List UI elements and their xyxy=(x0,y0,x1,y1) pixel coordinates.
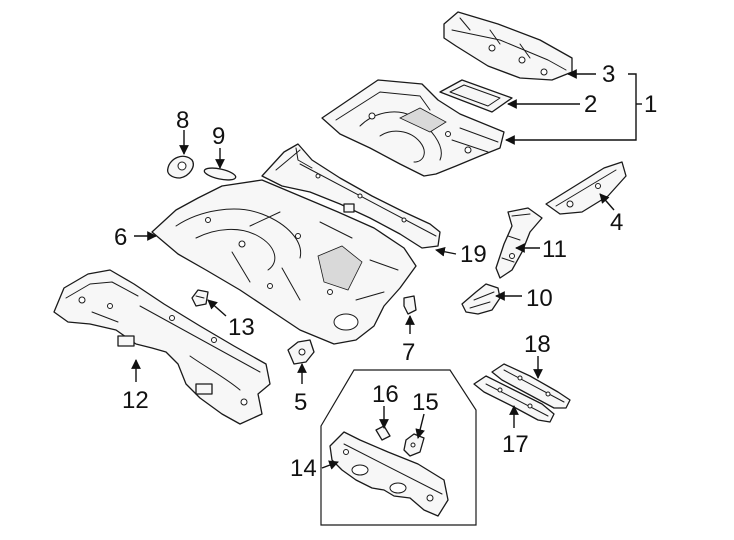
callout-7: 7 xyxy=(402,339,415,366)
callout-5: 5 xyxy=(294,389,307,416)
part-8-grommet xyxy=(166,155,194,179)
callout-11: 11 xyxy=(542,236,567,263)
part-6-floor-assembly xyxy=(151,179,417,345)
part-2-floor-pan-small xyxy=(439,79,513,113)
part-18-rail-upper xyxy=(491,363,571,409)
callout-14: 14 xyxy=(290,455,317,482)
part-4-rear-bracket xyxy=(545,161,627,215)
callout-17: 17 xyxy=(502,431,529,458)
part-16-patch xyxy=(375,425,391,441)
callout-12: 12 xyxy=(122,387,149,414)
part-17-rail-lower xyxy=(473,375,555,423)
callout-10: 10 xyxy=(526,285,553,312)
callout-4: 4 xyxy=(610,209,623,236)
part-9-plug xyxy=(203,167,237,181)
part-10-extension xyxy=(461,283,501,315)
callout-18: 18 xyxy=(524,331,551,358)
part-3-rear-panel-upper xyxy=(443,11,573,81)
part-13-small-bracket xyxy=(191,289,209,307)
part-19-crossmember xyxy=(261,143,441,249)
part-12-front-floor-pan xyxy=(53,269,271,425)
callout-8: 8 xyxy=(176,107,189,134)
part-11-pillar-bracket xyxy=(495,207,543,279)
detail-inset-frame xyxy=(320,369,477,526)
leader-lines xyxy=(131,69,642,470)
part-14-crossmember-assembly xyxy=(329,431,449,517)
callout-2: 2 xyxy=(584,91,597,118)
callout-15: 15 xyxy=(412,389,439,416)
callout-3: 3 xyxy=(602,61,615,88)
callout-6: 6 xyxy=(114,224,127,251)
callout-9: 9 xyxy=(212,123,225,150)
part-1-rear-floor-pan xyxy=(321,79,505,177)
part-7-clip xyxy=(403,295,417,315)
callout-13: 13 xyxy=(228,314,255,341)
callout-16: 16 xyxy=(372,381,399,408)
part-5-clip-bracket xyxy=(287,339,315,365)
callout-19: 19 xyxy=(460,241,487,268)
callout-labels: 1 2 3 4 5 6 7 8 9 10 11 12 13 14 15 16 1… xyxy=(114,61,657,482)
callout-1: 1 xyxy=(644,91,657,118)
part-15-bracket xyxy=(403,433,425,457)
